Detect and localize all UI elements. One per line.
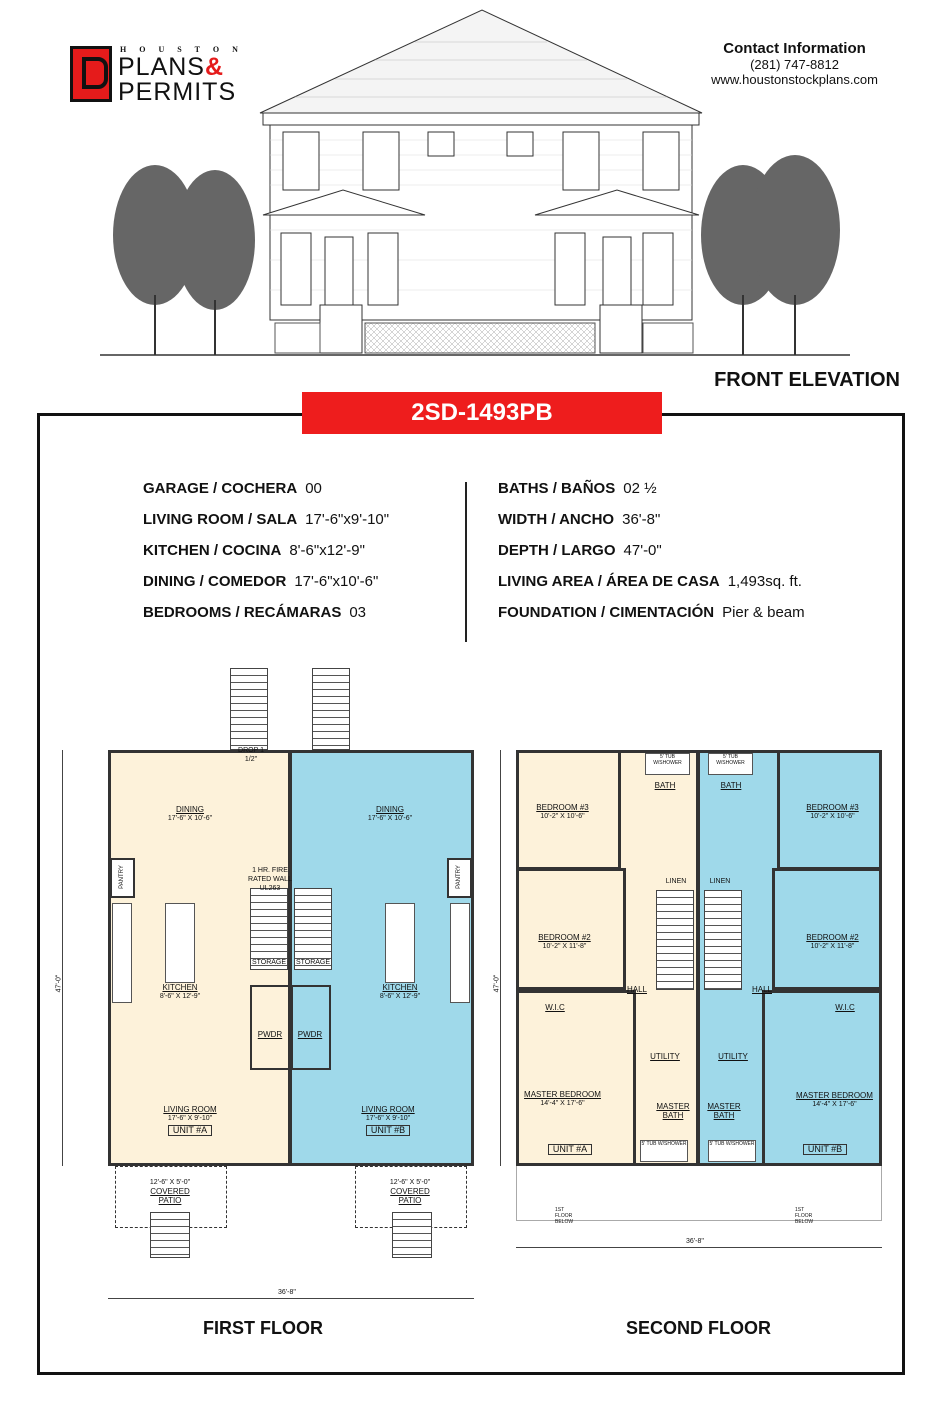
depth-dim-line-second (500, 750, 501, 1166)
plan-code-banner: 2SD-1493PB (302, 392, 662, 434)
unit-a-label: UNIT #A (545, 1142, 595, 1155)
patio-a-label: 12'-6" X 5'-0"COVERED PATIO (149, 1179, 191, 1205)
master-bath-a: MASTER BATH (656, 1102, 690, 1120)
first-floor-below-outline (516, 1166, 882, 1221)
kitchen-island-b (385, 903, 415, 983)
counter-a (112, 903, 132, 1003)
master-tub-a: 5' TUB W/SHOWER (640, 1140, 688, 1162)
width-dim-line-second (516, 1247, 882, 1248)
logo-plans: PLANS& (118, 53, 225, 81)
bed2-a-walls (516, 868, 626, 990)
pantry-b-walls (447, 858, 472, 898)
width-dim-second: 36'-8" (686, 1238, 704, 1245)
rear-stair-a (150, 1212, 190, 1258)
front-elevation-drawing (100, 9, 850, 356)
depth-dim-second: 47'-0" (493, 974, 501, 993)
floor-below-b: 1ST FLOOR BELOW (795, 1207, 814, 1225)
width-dim-line-first (108, 1298, 474, 1299)
interior-stair-a (250, 888, 288, 970)
kitchen-island-a (165, 903, 195, 983)
logo-p-mark (70, 46, 112, 102)
wic-a: W.I.C (545, 1003, 565, 1012)
pantry-b-label: PANTRY (456, 865, 462, 889)
width-dim-first: 36'-8" (278, 1289, 296, 1296)
utility-a: UTILITY (650, 1052, 680, 1061)
tub-a: 5' TUB W/SHOWER (645, 753, 690, 775)
pantry-a-walls (110, 858, 135, 898)
pwdr-b-walls (291, 985, 331, 1070)
pwdr-a: PWDR (257, 1030, 283, 1039)
master-bath-b: MASTER BATH (707, 1102, 741, 1120)
spec-divider (465, 482, 467, 642)
drop-note: DROP 1 1/2" (238, 747, 264, 763)
master-b-walls (762, 990, 882, 1166)
contact-phone: (281) 747-8812 (750, 57, 839, 72)
interior-stair-b (294, 888, 332, 970)
bed2-b-walls (772, 868, 882, 990)
linen-b: LINEN (709, 878, 731, 885)
front-elevation-label: FRONT ELEVATION (714, 369, 900, 391)
fire-wall-note: 1 HR. FIRE RATED WALL UL263 (248, 867, 292, 892)
hall-b: HALL (751, 985, 772, 994)
storage-a: STORAGE (251, 959, 287, 966)
depth-dim-line-first (62, 750, 63, 1166)
second-floor-title: SECOND FLOOR (626, 1318, 772, 1338)
logo-permits: PERMITS (118, 78, 237, 106)
pwdr-b: PWDR (297, 1030, 323, 1039)
front-stair-a (230, 668, 268, 750)
tub-b: 5' TUB W/SHOWER (708, 753, 753, 775)
bath-b: BATH (720, 781, 742, 790)
linen-a: LINEN (665, 878, 687, 885)
contact-website[interactable]: www.houstonstockplans.com (711, 72, 878, 87)
floor-below-a: 1ST FLOOR BELOW (555, 1207, 574, 1225)
upper-stair-a (656, 890, 694, 990)
first-floor-title: FIRST FLOOR (203, 1318, 323, 1338)
counter-b (450, 903, 470, 1003)
utility-b: UTILITY (718, 1052, 748, 1061)
master-tub-b: 5' TUB W/SHOWER (708, 1140, 756, 1162)
storage-b: STORAGE (295, 959, 331, 966)
bath-a: BATH (654, 781, 676, 790)
patio-b-label: 12'-6" X 5'-0"COVERED PATIO (389, 1179, 431, 1205)
master-a-walls (516, 990, 636, 1166)
unit-b-label: UNIT #B (800, 1142, 850, 1155)
pantry-a-label: PANTRY (119, 865, 125, 889)
front-stair-b (312, 668, 350, 750)
rear-stair-b (392, 1212, 432, 1258)
contact-info: Contact Information (281) 747-8812 www.h… (711, 40, 878, 87)
contact-title: Contact Information (723, 40, 866, 57)
pwdr-a-walls (250, 985, 290, 1070)
logo-houston: HOUSTON (120, 45, 251, 54)
upper-stair-b (704, 890, 742, 990)
wic-b: W.I.C (835, 1003, 855, 1012)
depth-dim-first: 47'-0" (55, 974, 63, 993)
hall-a: HALL (626, 985, 647, 994)
